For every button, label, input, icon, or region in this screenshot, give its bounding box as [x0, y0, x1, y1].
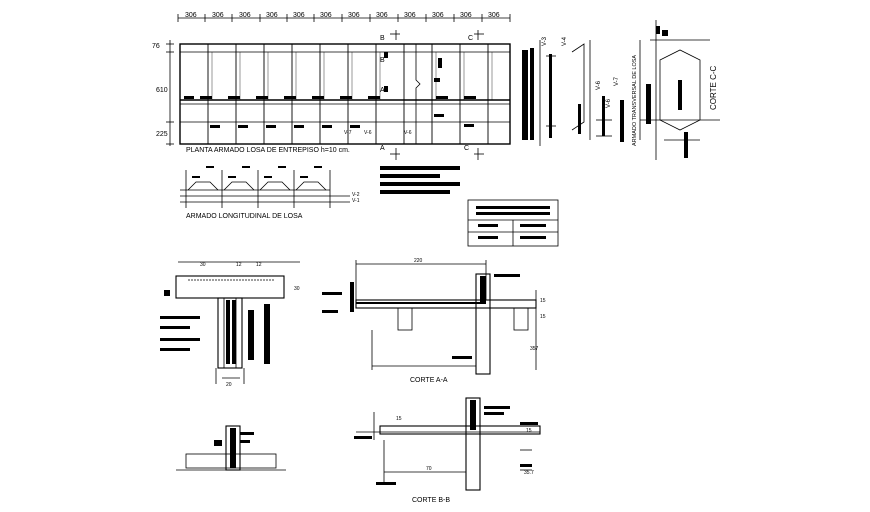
bb-dim: 15 [526, 428, 532, 434]
detail-dim: 12 [256, 262, 262, 268]
detail-dim: 12 [236, 262, 242, 268]
aa-dim: 15 [540, 298, 546, 304]
column-detail [175, 261, 300, 384]
bb-dim: 15 [396, 416, 402, 422]
side-section-strips [522, 26, 688, 158]
plan-dim-text: 306 [432, 12, 444, 19]
legend-table [467, 199, 559, 247]
beam-label: V-3 [542, 36, 548, 46]
bb-dim: 70 [426, 466, 432, 472]
cut-letter: B [380, 57, 385, 64]
cut-letter: C [468, 35, 473, 42]
plan-dim-text: 306 [239, 12, 251, 19]
beam-label: V-2 [352, 192, 360, 198]
beam-label: V-4 [562, 36, 568, 46]
aa-dim: 15 [540, 314, 546, 320]
plan-dim-text: 306 [266, 12, 278, 19]
plan-height-text: 610 [156, 87, 168, 94]
plan-dim-text: 306 [460, 12, 472, 19]
plan-dim-ticks [177, 14, 511, 22]
cut-letter: C [464, 145, 469, 152]
bb-dim: 35.7 [524, 470, 534, 476]
plan-dim-text: 306 [404, 12, 416, 19]
aa-dim: 220 [414, 258, 423, 264]
corte-bb-title: CORTE B-B [412, 497, 450, 504]
plan-height-text: 225 [156, 131, 168, 138]
slab-plan [177, 14, 511, 145]
cut-letter: A [380, 145, 385, 152]
plan-height-text: 76 [152, 43, 160, 50]
notes-block [380, 166, 460, 194]
plan-dim-text: 306 [185, 12, 197, 19]
beam-label: V-6 [404, 130, 412, 136]
beam-label: V-6 [596, 80, 602, 90]
corte-cc-title: CORTE C-C [709, 65, 718, 110]
beam-label: V-6 [364, 130, 372, 136]
cut-letter: B [380, 35, 385, 42]
plan-dim-text: 306 [348, 12, 360, 19]
plan-dim-text: 306 [376, 12, 388, 19]
bay-lines [207, 44, 489, 144]
beam-label: V-7 [344, 130, 352, 136]
plan-dim-text: 306 [212, 12, 224, 19]
longitudinal-rebar-diagram [180, 170, 350, 208]
plan-title: PLANTA ARMADO LOSA DE ENTREPISO h=10 cm. [186, 147, 350, 154]
slab-outline [179, 43, 511, 145]
plan-dim-text: 306 [320, 12, 332, 19]
beam-label: V-6 [606, 98, 612, 108]
cut-letter: A [380, 87, 385, 94]
corte-aa-title: CORTE A-A [410, 377, 448, 384]
corte-bb [356, 397, 541, 491]
aa-dim: 357 [530, 346, 539, 352]
plan-dim-text: 306 [488, 12, 500, 19]
detail-dim: 30 [294, 286, 300, 292]
plan-rebar-marks [184, 52, 476, 128]
corte-cc-side-label: ARMADO TRANSVERSAL DE LOSA [632, 55, 638, 146]
plan-dim-text: 306 [293, 12, 305, 19]
beam-label: V-1 [352, 198, 360, 204]
detail-dim: 30 [200, 262, 206, 268]
detail-dim: 20 [226, 382, 232, 388]
longitudinal-title: ARMADO LONGITUDINAL DE LOSA [186, 213, 303, 220]
beam-label: V-7 [614, 76, 620, 86]
corte-aa [355, 260, 537, 375]
